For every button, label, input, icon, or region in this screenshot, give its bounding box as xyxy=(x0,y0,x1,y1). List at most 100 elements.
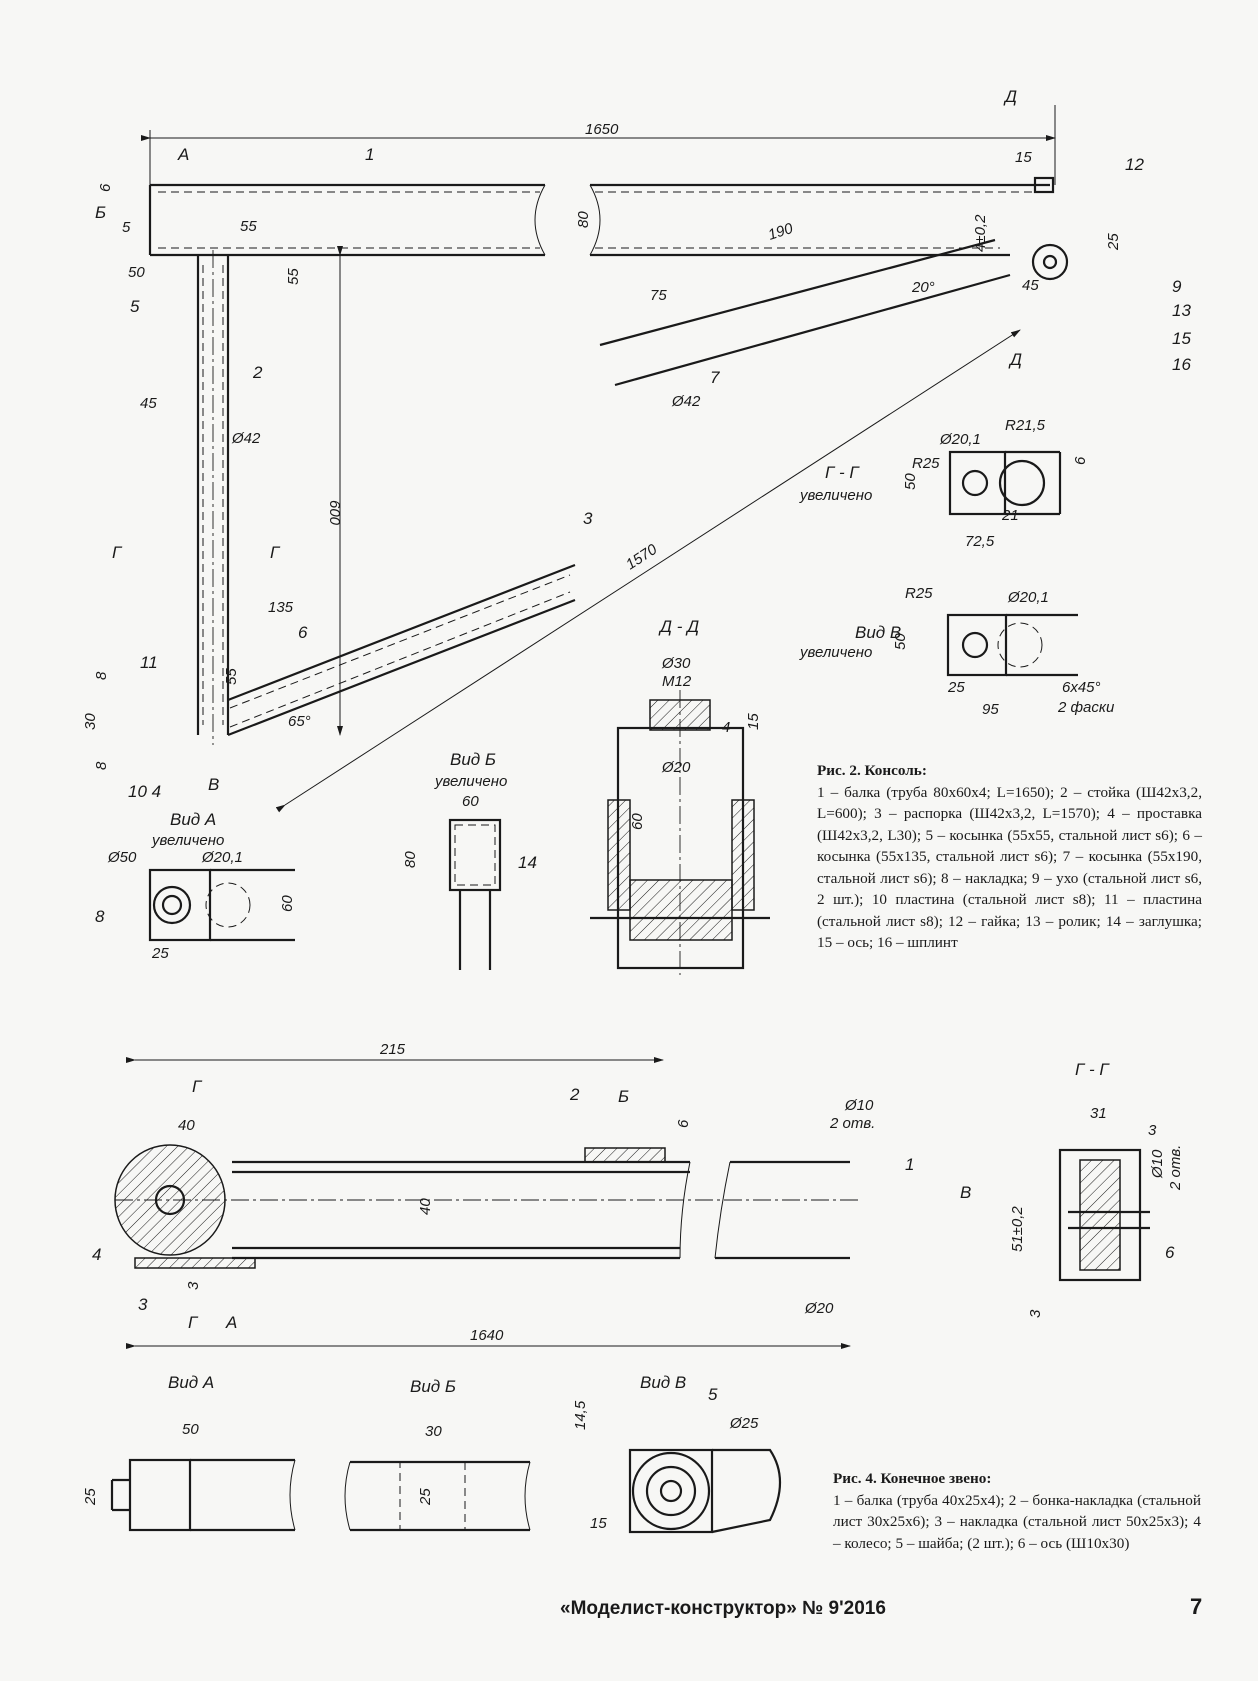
dim-55c: 55 xyxy=(223,668,240,685)
dim-55b: 55 xyxy=(285,268,302,285)
section-dd-d20: Ø20 xyxy=(661,759,691,776)
view-b-d60: 60 xyxy=(462,793,479,810)
fig2-console: 1650 15 6 5 55 55 50 80 190 75 4±0,2 25 … xyxy=(82,87,1191,975)
dim-600: 600 xyxy=(326,500,343,526)
section-gg-r215: R21,5 xyxy=(1005,417,1046,434)
view-v-d25: 25 xyxy=(947,679,965,696)
fig4-label-1: 1 xyxy=(905,1155,914,1174)
dim-6: 6 xyxy=(97,183,114,192)
view-a-d50: Ø50 xyxy=(107,849,137,866)
view-b-title: Вид Б xyxy=(450,750,496,769)
dim-8: 8 xyxy=(93,671,110,680)
view-v-chamfer: 6х45° xyxy=(1062,679,1101,696)
fig4-label-b: Б xyxy=(618,1087,629,1106)
dim-135: 135 xyxy=(268,599,294,616)
view-v-title: Вид В xyxy=(855,623,901,642)
page-number: 7 xyxy=(1190,1594,1203,1619)
label-10-4: 10 4 xyxy=(128,782,161,801)
label-view-v: В xyxy=(208,775,219,794)
fig4-section-gg-d3b: 3 xyxy=(1027,1309,1044,1318)
label-cut-d1: Д xyxy=(1003,87,1017,106)
dim-d42a: Ø42 xyxy=(671,393,701,410)
fig4-section-gg-d51: 51±0,2 xyxy=(1009,1206,1026,1252)
section-gg-title: Г - Г xyxy=(825,463,860,482)
fig4-label-g2: Г xyxy=(188,1313,199,1332)
fig4-label-a: А xyxy=(225,1313,237,1332)
fig4-section-gg-d3: 3 xyxy=(1148,1122,1157,1139)
fig4-dim-215: 215 xyxy=(379,1041,406,1058)
label-15: 15 xyxy=(1172,329,1191,348)
fig4-label-2: 2 xyxy=(569,1085,580,1104)
fig4-beam xyxy=(115,1147,860,1269)
label-2: 2 xyxy=(252,363,263,382)
fig4-label-g1: Г xyxy=(192,1077,203,1096)
fig4-section-gg-title: Г - Г xyxy=(1075,1060,1110,1079)
dim-1650: 1650 xyxy=(585,121,619,138)
dim-d42b: Ø42 xyxy=(231,430,261,447)
label-5: 5 xyxy=(130,297,140,316)
label-cut-d2: Д xyxy=(1008,350,1022,369)
fig4-dim-40a: 40 xyxy=(178,1117,195,1134)
label-cut-g2: Г xyxy=(270,543,281,562)
fig4-dim-1640: 1640 xyxy=(470,1327,504,1344)
dim-80: 80 xyxy=(575,211,592,228)
label-11: 11 xyxy=(140,653,158,672)
fig4-view-b-d25: 25 xyxy=(417,1488,434,1506)
section-dd-d15: 15 xyxy=(745,713,762,730)
fig4-view-v-d145: 14,5 xyxy=(572,1400,589,1430)
fig4-view-a: Вид А 50 25 xyxy=(82,1373,296,1532)
dim-190: 190 xyxy=(766,220,796,244)
label-view-a: А xyxy=(177,145,189,164)
fig4-section-gg-holes: 2 отв. xyxy=(1167,1145,1184,1191)
dim-25: 25 xyxy=(1105,233,1122,251)
fig4-section-gg-d31: 31 xyxy=(1090,1105,1107,1122)
label-3: 3 xyxy=(583,509,593,528)
label-13: 13 xyxy=(1172,301,1191,320)
section-gg-d6: 6 xyxy=(1072,456,1089,465)
fig2-view-b: Вид Б увеличено 60 80 14 xyxy=(402,750,537,970)
roller-axle xyxy=(1042,254,1058,270)
fig4-dim-d20: Ø20 xyxy=(804,1300,834,1317)
fig4-view-b: Вид Б 30 25 xyxy=(344,1377,531,1532)
label-12: 12 xyxy=(1125,155,1144,174)
fig4-caption-text: 1 – балка (труба 40х25х4); 2 – бонка-нак… xyxy=(833,1491,1201,1552)
view-v-d50: 50 xyxy=(892,633,909,650)
label-cut-g1: Г xyxy=(112,543,123,562)
view-a-d25: 25 xyxy=(151,945,169,962)
fig4-view-v-d15: 15 xyxy=(590,1515,607,1532)
fig4-view-v: Вид В 14,5 5 Ø25 15 xyxy=(572,1373,781,1534)
section-dd-d4: 4 xyxy=(722,719,730,736)
fig2-section-dd: Д - Д Ø30 М12 4 15 Ø20 60 xyxy=(590,617,770,975)
section-dd-d60: 60 xyxy=(629,813,646,830)
view-v-r25: R25 xyxy=(905,585,933,602)
section-dd-title: Д - Д xyxy=(658,617,699,636)
section-gg-d201: Ø20,1 xyxy=(939,431,981,448)
fig4-view-v-5: 5 xyxy=(708,1385,718,1404)
fig4-view-b-title: Вид Б xyxy=(410,1377,456,1396)
footer-magazine: «Моделист-конструктор» № 9'2016 xyxy=(560,1598,886,1619)
stand-2 xyxy=(196,250,230,745)
view-v-chamfer2: 2 фаски xyxy=(1057,699,1115,716)
view-v-d95: 95 xyxy=(982,701,999,718)
fig4-caption: Рис. 4. Конечное звено: 1 – балка (труба… xyxy=(833,1468,1201,1554)
fig4-label-4: 4 xyxy=(92,1245,101,1264)
view-a-label-8: 8 xyxy=(95,907,105,926)
fig2-view-a: Вид А увеличено Ø50 Ø20,1 60 25 8 xyxy=(95,810,296,962)
section-gg-d725: 72,5 xyxy=(965,533,995,550)
fig4-dim-holes: 2 отв. xyxy=(829,1115,875,1132)
view-a-d60: 60 xyxy=(279,895,296,912)
beam-1 xyxy=(148,176,1055,257)
label-view-b: Б xyxy=(95,203,106,222)
dim-15: 15 xyxy=(1015,149,1032,166)
fig4-section-gg: Г - Г 31 3 Ø10 2 отв. 51±0,2 6 3 xyxy=(1009,1060,1184,1318)
dim-1570: 1570 xyxy=(623,541,661,574)
dim-65deg: 65° xyxy=(288,713,311,730)
dim-30: 30 xyxy=(82,713,99,730)
label-7: 7 xyxy=(710,368,720,387)
fig4-view-a-title: Вид А xyxy=(168,1373,214,1392)
dim-55a: 55 xyxy=(240,218,257,235)
fig4-view-b-d30: 30 xyxy=(425,1423,442,1440)
fig4-wheel xyxy=(114,1144,226,1256)
